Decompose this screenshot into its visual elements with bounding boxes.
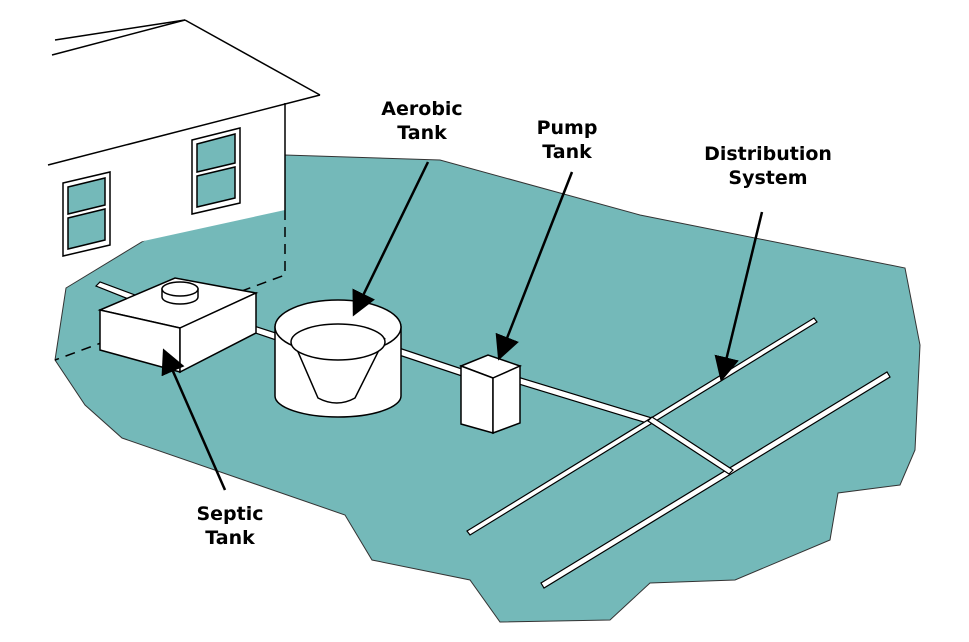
arrow-pump-tank <box>495 171 574 361</box>
arrow-distribution-system <box>714 211 764 382</box>
arrows <box>161 161 764 491</box>
distribution-connector <box>647 416 734 475</box>
pump-tank-front <box>460 364 494 434</box>
house-window-left <box>62 171 111 257</box>
pump-tank-side <box>492 364 521 435</box>
house-window-right <box>191 127 241 215</box>
house <box>47 19 321 361</box>
arrow-aerobic-tank <box>352 161 430 317</box>
house-roof-line-2 <box>51 19 186 56</box>
aerobic-tank-inner-rim <box>290 323 386 361</box>
label-aerobic-tank: Aerobic Tank <box>381 98 463 144</box>
septic-tank-lid <box>161 281 199 305</box>
label-septic-tank: Septic Tank <box>196 503 264 549</box>
aerobic-tank <box>274 299 402 418</box>
arrow-septic-tank <box>161 348 227 491</box>
septic-tank <box>97 277 259 374</box>
label-distribution-system: Distribution System <box>704 143 832 189</box>
house-roof-line-1 <box>54 19 186 41</box>
house-roof-ridge <box>184 19 321 96</box>
house-roof-eave <box>47 94 321 166</box>
distribution-lateral-2 <box>540 371 891 589</box>
label-pump-tank: Pump Tank <box>536 117 598 163</box>
pump-tank <box>458 354 523 435</box>
